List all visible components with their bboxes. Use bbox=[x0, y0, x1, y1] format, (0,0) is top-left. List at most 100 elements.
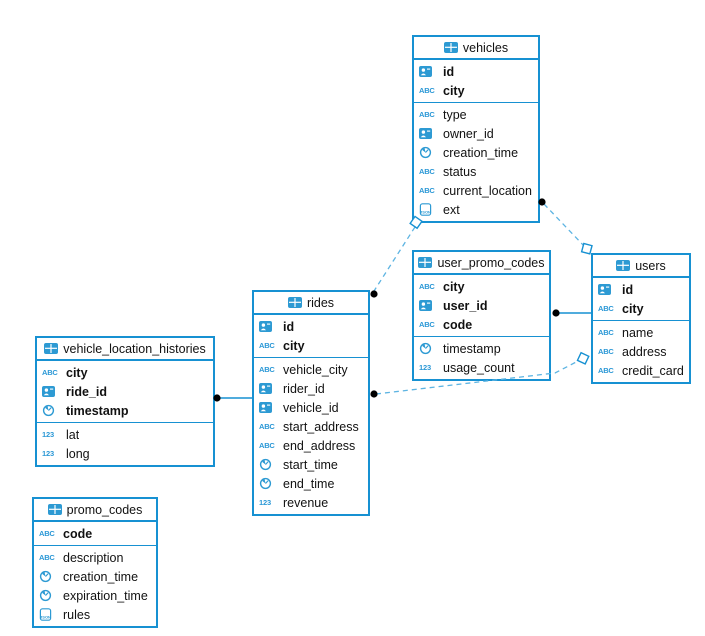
field-name: credit_card bbox=[622, 363, 684, 378]
field-row[interactable]: creation_time bbox=[414, 143, 538, 162]
table-vehicle-location-histories[interactable]: vehicle_location_histories ABC city ride… bbox=[35, 336, 215, 467]
field-row[interactable]: ABC city bbox=[593, 299, 689, 318]
id-type-icon bbox=[598, 284, 618, 295]
field-name: long bbox=[66, 446, 90, 461]
number-type-icon: 123 bbox=[42, 449, 54, 458]
field-name: creation_time bbox=[63, 569, 139, 584]
field-row[interactable]: user_id bbox=[414, 296, 549, 315]
field-row[interactable]: 123 usage_count bbox=[414, 358, 549, 377]
timestamp-type-icon bbox=[419, 342, 439, 355]
field-row[interactable]: 123 long bbox=[37, 444, 213, 463]
field-row[interactable]: expiration_time bbox=[34, 586, 156, 605]
field-row[interactable]: timestamp bbox=[414, 339, 549, 358]
field-row[interactable]: ABC type bbox=[414, 105, 538, 124]
field-row[interactable]: ABC city bbox=[37, 363, 213, 382]
field-row[interactable]: id bbox=[593, 280, 689, 299]
table-promo-codes[interactable]: promo_codes ABC code ABC description cre… bbox=[32, 497, 158, 628]
field-row[interactable]: 123 revenue bbox=[254, 493, 368, 512]
id-type-icon bbox=[419, 300, 439, 311]
field-row[interactable]: JSON ext bbox=[414, 200, 538, 219]
table-vehicles-header[interactable]: vehicles bbox=[414, 37, 538, 60]
string-type-icon: ABC bbox=[598, 328, 614, 337]
table-icon bbox=[616, 260, 631, 271]
string-type-icon: ABC bbox=[419, 320, 435, 329]
field-row[interactable]: id bbox=[414, 62, 538, 81]
table-name: vehicle_location_histories bbox=[63, 341, 206, 356]
field-name: revenue bbox=[283, 495, 329, 510]
field-row[interactable]: 123 lat bbox=[37, 425, 213, 444]
id-type-icon bbox=[259, 321, 279, 332]
field-name: code bbox=[443, 317, 473, 332]
field-row[interactable]: creation_time bbox=[34, 567, 156, 586]
field-name: end_time bbox=[283, 476, 335, 491]
field-row[interactable]: ABC description bbox=[34, 548, 156, 567]
relation-vehicles-users-line[interactable] bbox=[543, 203, 586, 248]
id-type-icon bbox=[259, 383, 279, 394]
field-row[interactable]: ABC vehicle_city bbox=[254, 360, 368, 379]
relation-child-dot bbox=[370, 390, 378, 398]
field-name: city bbox=[443, 83, 465, 98]
field-name: start_address bbox=[283, 419, 359, 434]
field-name: city bbox=[283, 338, 305, 353]
string-type-icon: ABC bbox=[259, 422, 275, 431]
field-name: creation_time bbox=[443, 145, 519, 160]
table-users-header[interactable]: users bbox=[593, 255, 689, 278]
string-type-icon: ABC bbox=[259, 365, 275, 374]
table-icon bbox=[287, 297, 302, 308]
field-row[interactable]: rider_id bbox=[254, 379, 368, 398]
field-row[interactable]: ABC end_address bbox=[254, 436, 368, 455]
table-user-promo-codes-header[interactable]: user_promo_codes bbox=[414, 252, 549, 275]
field-row[interactable]: owner_id bbox=[414, 124, 538, 143]
field-name: id bbox=[622, 282, 634, 297]
table-rides-header[interactable]: rides bbox=[254, 292, 368, 315]
field-row[interactable]: ABC start_address bbox=[254, 417, 368, 436]
string-type-icon: ABC bbox=[419, 86, 435, 95]
string-type-icon: ABC bbox=[598, 366, 614, 375]
svg-text:JSON: JSON bbox=[40, 614, 51, 619]
field-name: id bbox=[283, 319, 295, 334]
table-name: users bbox=[635, 258, 666, 273]
table-name: promo_codes bbox=[66, 502, 143, 517]
field-row[interactable]: timestamp bbox=[37, 401, 213, 420]
field-name: current_location bbox=[443, 183, 532, 198]
field-row[interactable]: ABC city bbox=[254, 336, 368, 355]
field-name: timestamp bbox=[66, 403, 129, 418]
table-name: rides bbox=[306, 295, 335, 310]
field-row[interactable]: end_time bbox=[254, 474, 368, 493]
table-name: user_promo_codes bbox=[437, 255, 545, 270]
field-row[interactable]: ABC address bbox=[593, 342, 689, 361]
number-type-icon: 123 bbox=[259, 498, 271, 507]
field-row[interactable]: JSON rules bbox=[34, 605, 156, 624]
field-row[interactable]: ABC credit_card bbox=[593, 361, 689, 380]
table-users[interactable]: users id ABC city ABC name ABC address A… bbox=[591, 253, 691, 384]
table-icon bbox=[44, 343, 59, 354]
field-row[interactable]: vehicle_id bbox=[254, 398, 368, 417]
field-name: address bbox=[622, 344, 667, 359]
table-vehicle-location-histories-header[interactable]: vehicle_location_histories bbox=[37, 338, 213, 361]
relation-rides-vehicles-line[interactable] bbox=[373, 226, 416, 292]
timestamp-type-icon bbox=[419, 146, 439, 159]
field-name: status bbox=[443, 164, 477, 179]
field-row[interactable]: ABC name bbox=[593, 323, 689, 342]
field-row[interactable]: start_time bbox=[254, 455, 368, 474]
table-icon bbox=[418, 257, 433, 268]
id-type-icon bbox=[259, 402, 279, 413]
field-row[interactable]: ABC current_location bbox=[414, 181, 538, 200]
field-name: name bbox=[622, 325, 654, 340]
string-type-icon: ABC bbox=[419, 167, 435, 176]
field-name: code bbox=[63, 526, 93, 541]
field-row[interactable]: ride_id bbox=[37, 382, 213, 401]
field-row[interactable]: ABC city bbox=[414, 81, 538, 100]
field-row[interactable]: ABC city bbox=[414, 277, 549, 296]
field-row[interactable]: ABC code bbox=[34, 524, 156, 543]
field-row[interactable]: id bbox=[254, 317, 368, 336]
table-rides[interactable]: rides id ABC city ABC vehicle_city rider… bbox=[252, 290, 370, 516]
relation-parent-marker bbox=[576, 351, 590, 365]
field-row[interactable]: ABC status bbox=[414, 162, 538, 181]
field-row[interactable]: ABC code bbox=[414, 315, 549, 334]
table-user-promo-codes[interactable]: user_promo_codes ABC city user_id ABC co… bbox=[412, 250, 551, 381]
table-promo-codes-header[interactable]: promo_codes bbox=[34, 499, 156, 522]
table-vehicles[interactable]: vehicles id ABC city ABC type owner_id bbox=[412, 35, 540, 223]
timestamp-type-icon bbox=[259, 477, 279, 490]
